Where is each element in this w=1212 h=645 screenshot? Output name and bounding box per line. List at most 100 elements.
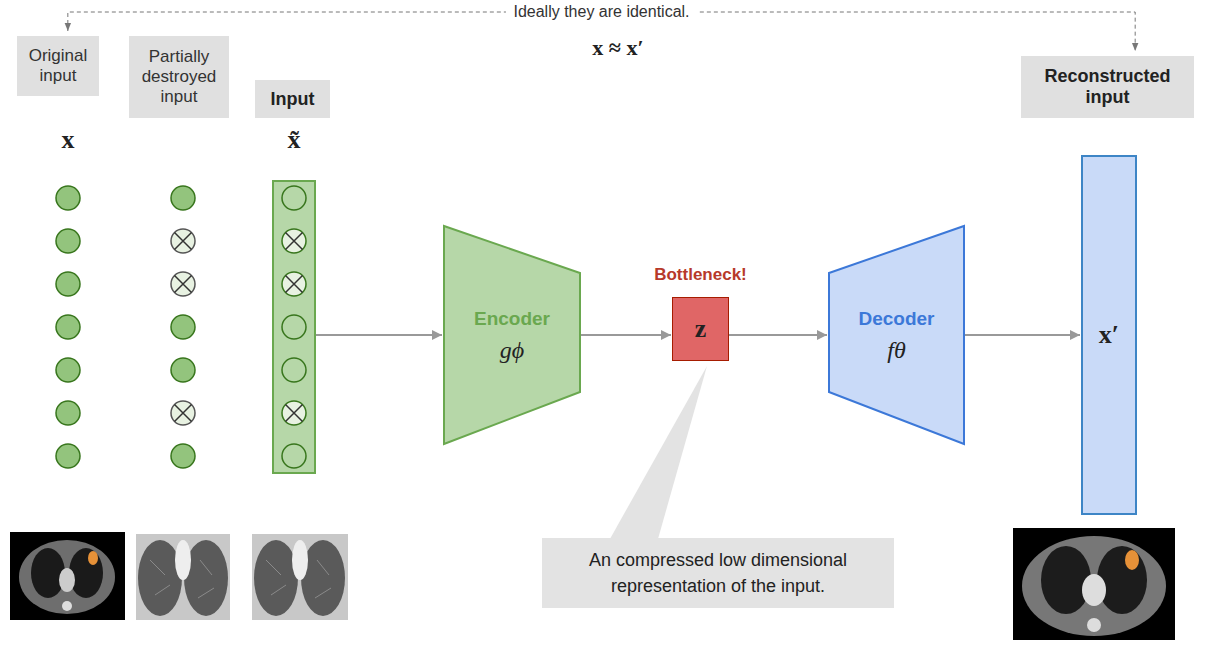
- unit-circle: [282, 229, 306, 253]
- edge-label: Ideally they are identical.: [505, 3, 697, 21]
- text-stack: Encodergϕ: [474, 307, 550, 364]
- callout-text: An compressed low dimensional representa…: [549, 547, 887, 599]
- destroyed-unit: [171, 401, 195, 425]
- input-unit: [56, 186, 80, 210]
- unit-circle: [171, 272, 195, 296]
- destroyed-unit: [282, 272, 306, 296]
- text-stack: x′: [1099, 320, 1119, 350]
- input-unit: [56, 444, 80, 468]
- destroyed-input-vector: [171, 186, 195, 468]
- scan-body: [19, 540, 115, 614]
- scan-heart: [175, 540, 191, 580]
- vector-symbol: x′: [1099, 320, 1119, 350]
- ct-scan-input: [252, 534, 348, 620]
- cross-mark: [175, 276, 192, 293]
- label-text: Input: [271, 89, 315, 110]
- decoder-trapezoid: Decoderfθ: [828, 225, 965, 445]
- cross-mark: [286, 233, 303, 250]
- input-unit: [282, 315, 306, 339]
- function-symbol: fθ: [887, 336, 905, 364]
- text-stack: Decoderfθ: [858, 307, 934, 364]
- flow-arrow: [965, 334, 1080, 336]
- input-unit: [56, 401, 80, 425]
- unit-circle: [171, 229, 195, 253]
- input-vector: x̃: [272, 180, 316, 474]
- input-unit: [171, 358, 195, 382]
- input-unit: [282, 186, 306, 210]
- scan-spine: [1087, 618, 1101, 632]
- scan-vessels: [150, 560, 214, 598]
- unit-circle: [282, 401, 306, 425]
- input-unit: [171, 444, 195, 468]
- input-unit: [56, 272, 80, 296]
- encoder-trapezoid: Encodergϕ: [443, 225, 581, 445]
- label-text: Partially destroyed input: [134, 47, 224, 107]
- label-text: Original input: [22, 46, 94, 86]
- destroyed-unit: [171, 272, 195, 296]
- vector-symbol: x: [62, 125, 75, 155]
- scan-background: [10, 532, 125, 620]
- scan-lung: [69, 548, 103, 598]
- text-stack: An compressed low dimensional representa…: [549, 547, 887, 599]
- output-vector: x′: [1081, 155, 1137, 515]
- text-stack: Original input: [22, 46, 94, 86]
- scan-heart: [292, 540, 308, 580]
- scan-lung: [301, 540, 345, 616]
- scan-body: [1022, 536, 1166, 636]
- label-text: Reconstructed input: [1029, 66, 1186, 108]
- vector-frame: [273, 181, 315, 473]
- scan-background: [1013, 528, 1175, 640]
- unit-circle: [282, 186, 306, 210]
- bottleneck-title: Bottleneck!: [654, 265, 747, 285]
- decoder-trapezoid-outline: [828, 225, 965, 445]
- flow-arrow: [316, 334, 442, 336]
- unit-circle: [282, 358, 306, 382]
- scan-lesion: [88, 551, 98, 565]
- unit-circle: [282, 444, 306, 468]
- scan-lung: [31, 548, 65, 598]
- destroyed-unit: [171, 229, 195, 253]
- ct-scan-original: [10, 532, 125, 620]
- scan-lesion: [1125, 550, 1139, 570]
- scan-lung: [1041, 546, 1091, 614]
- ct-scan-reconstructed: [1013, 528, 1175, 640]
- destroyed-unit: [282, 401, 306, 425]
- unit-circle: [282, 272, 306, 296]
- original-input-vector: [56, 186, 80, 468]
- cross-mark: [286, 276, 303, 293]
- input-unit: [171, 315, 195, 339]
- callout-box: An compressed low dimensional representa…: [542, 538, 894, 608]
- text-stack: Reconstructed input: [1029, 66, 1186, 108]
- label-box: Original input: [17, 36, 99, 96]
- input-unit: [56, 358, 80, 382]
- text-stack: Input: [271, 89, 315, 110]
- scan-heart: [59, 568, 75, 592]
- label-box: Reconstructed input: [1021, 56, 1194, 118]
- text-stack: z: [695, 314, 707, 344]
- cross-mark: [175, 233, 192, 250]
- equation-label: x ≈ x′: [592, 35, 643, 61]
- scan-lung: [254, 540, 298, 616]
- flow-arrow: [729, 334, 827, 336]
- unit-circle: [282, 315, 306, 339]
- input-unit: [282, 444, 306, 468]
- scan-lung: [1097, 546, 1147, 614]
- trapezoid-outline: [444, 226, 580, 444]
- scan-lung: [184, 540, 228, 616]
- trapezoid-outline: [829, 226, 964, 444]
- scan-spine: [62, 601, 72, 611]
- vector-symbol: x̃: [288, 125, 301, 155]
- text-stack: Partially destroyed input: [134, 47, 224, 107]
- input-unit: [56, 315, 80, 339]
- ct-scan-destroyed: [136, 534, 230, 620]
- input-unit: [56, 229, 80, 253]
- cross-mark: [175, 405, 192, 422]
- encoder-trapezoid-outline: [443, 225, 581, 445]
- latent-symbol: z: [695, 314, 707, 344]
- encoder-title: Encoder: [474, 307, 550, 330]
- label-box: Partially destroyed input: [129, 36, 229, 118]
- flow-arrow: [581, 334, 671, 336]
- scan-background: [252, 534, 348, 620]
- scan-vessels: [266, 560, 331, 598]
